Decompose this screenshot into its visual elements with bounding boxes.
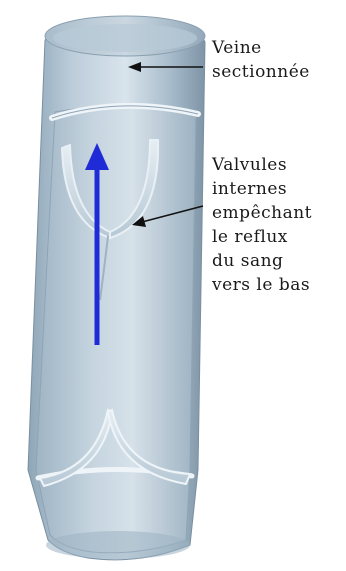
label-valves-line-2: internes: [212, 177, 312, 201]
label-vein-line-2: sectionnée: [212, 60, 310, 84]
vein-interior: [36, 106, 196, 553]
label-internal-valves: Valvules internes empêchant le reflux du…: [212, 153, 312, 297]
label-vein-line-1: Veine: [212, 36, 310, 60]
vein-bottom-opening: [46, 531, 190, 559]
label-valves-line-4: le reflux: [212, 225, 312, 249]
label-vein-sectioned: Veine sectionnée: [212, 36, 310, 84]
vein-top-inner: [53, 24, 197, 52]
label-valves-line-5: du sang: [212, 249, 312, 273]
label-valves-line-1: Valvules: [212, 153, 312, 177]
label-valves-line-6: vers le bas: [212, 273, 312, 297]
label-valves-line-3: empêchant: [212, 201, 312, 225]
